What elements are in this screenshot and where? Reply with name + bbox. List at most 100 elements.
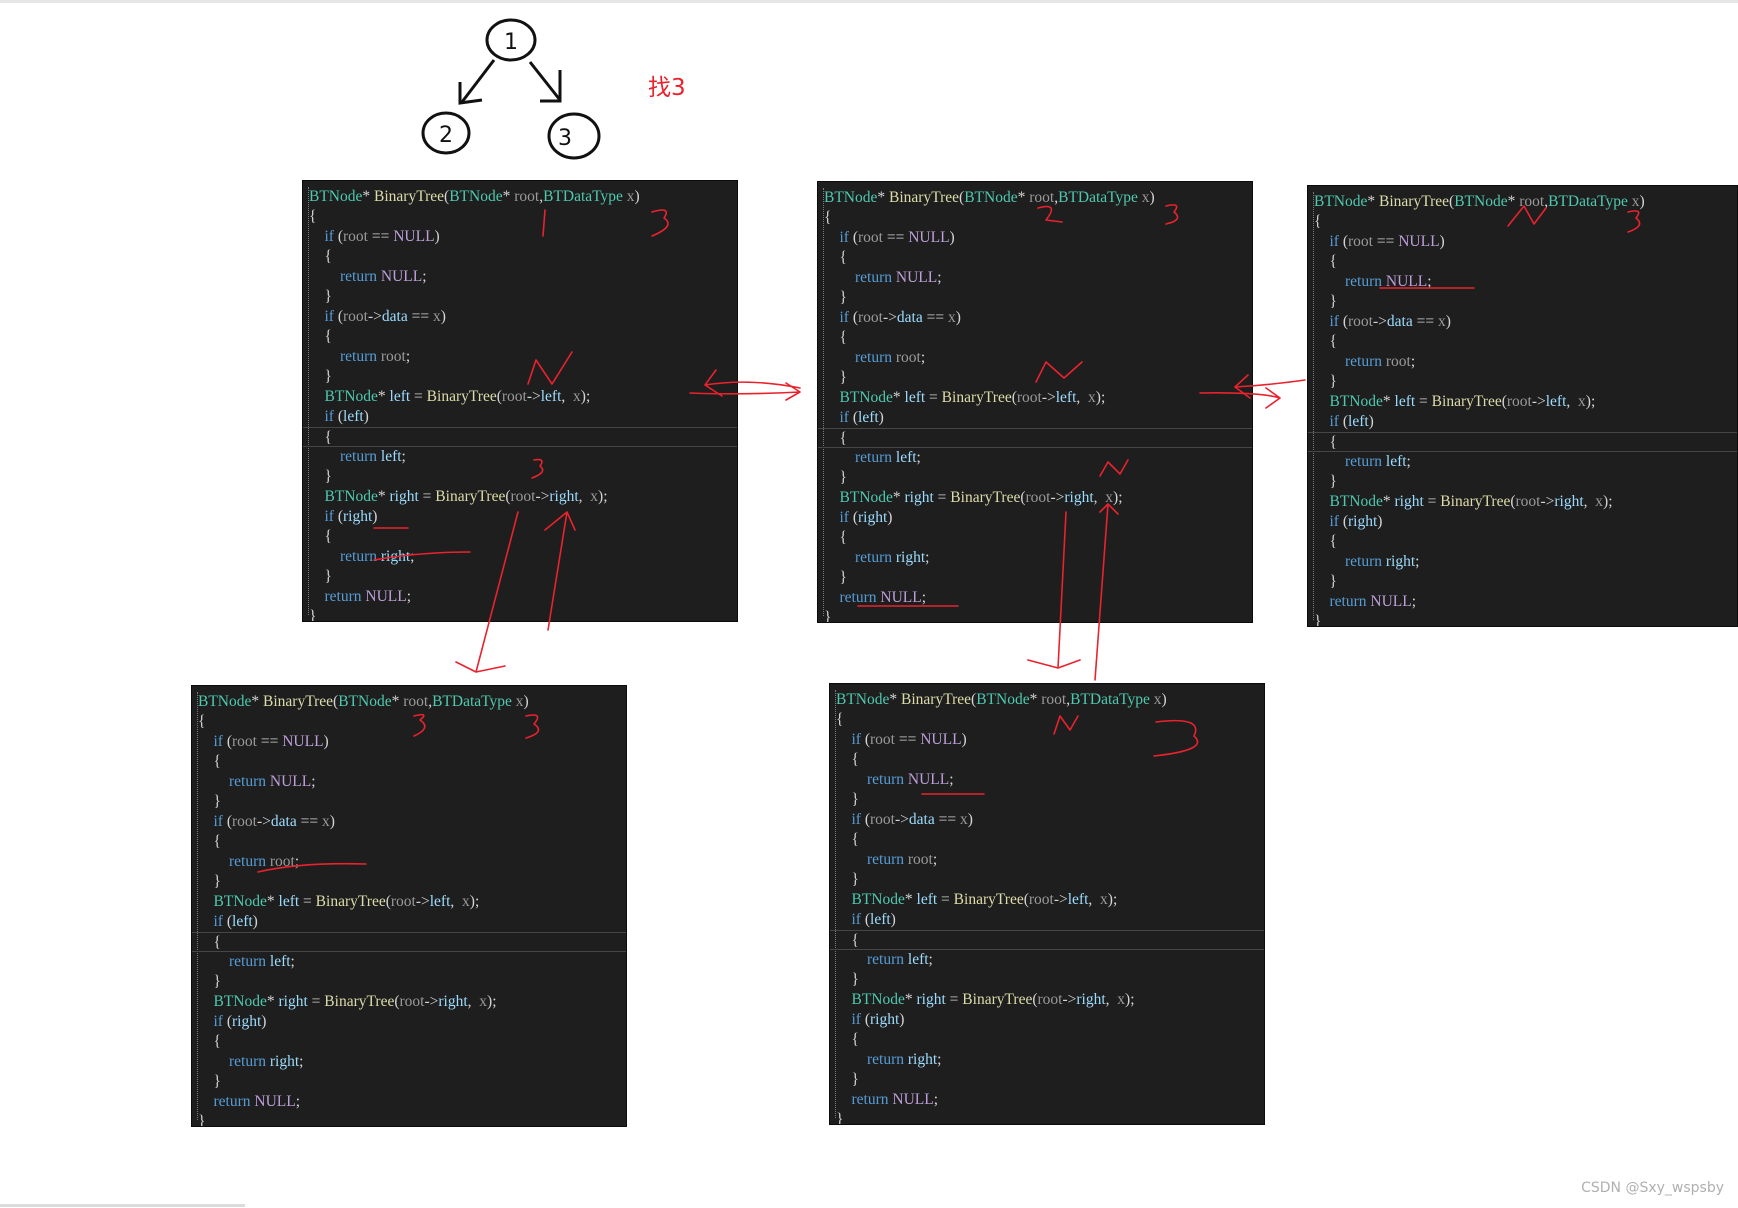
code-line[interactable]: BTNode* left = BinaryTree(root->left, x)… xyxy=(309,387,591,407)
code-line[interactable]: } xyxy=(1314,572,1337,592)
code-line[interactable]: if (root == NULL) xyxy=(198,732,329,752)
code-line[interactable]: if (root == NULL) xyxy=(836,730,967,750)
code-line[interactable]: return right; xyxy=(824,548,929,568)
code-line[interactable]: if (root == NULL) xyxy=(1314,232,1445,252)
code-line[interactable]: BTNode* right = BinaryTree(root->right, … xyxy=(836,990,1135,1010)
code-line[interactable]: { xyxy=(303,427,737,447)
code-line[interactable]: BTNode* right = BinaryTree(root->right, … xyxy=(1314,492,1613,512)
code-line[interactable]: } xyxy=(836,1070,859,1090)
code-line[interactable]: if (root->data == x) xyxy=(824,308,961,328)
code-line[interactable]: } xyxy=(824,568,847,588)
code-line[interactable]: return left; xyxy=(309,447,406,467)
code-line[interactable]: return root; xyxy=(836,850,937,870)
code-line[interactable]: { xyxy=(830,930,1264,950)
code-line[interactable]: { xyxy=(824,208,831,228)
code-line[interactable]: BTNode* BinaryTree(BTNode* root,BTDataTy… xyxy=(309,187,640,207)
code-line[interactable]: return right; xyxy=(836,1050,941,1070)
code-line[interactable]: if (left) xyxy=(824,408,884,428)
code-line[interactable]: } xyxy=(309,287,332,307)
code-line[interactable]: if (root->data == x) xyxy=(836,810,973,830)
code-line[interactable]: } xyxy=(836,970,859,990)
code-line[interactable]: return NULL; xyxy=(309,267,427,287)
code-line[interactable]: BTNode* left = BinaryTree(root->left, x)… xyxy=(836,890,1118,910)
code-line[interactable]: BTNode* BinaryTree(BTNode* root,BTDataTy… xyxy=(836,690,1167,710)
code-line[interactable]: return right; xyxy=(1314,552,1419,572)
code-line[interactable]: } xyxy=(309,367,332,387)
code-line[interactable]: return left; xyxy=(824,448,921,468)
code-line[interactable]: { xyxy=(198,712,205,732)
code-line[interactable]: { xyxy=(824,328,847,348)
code-line[interactable]: if (root == NULL) xyxy=(824,228,955,248)
code-line[interactable]: if (right) xyxy=(824,508,893,528)
code-line[interactable]: BTNode* right = BinaryTree(root->right, … xyxy=(309,487,608,507)
code-line[interactable]: if (left) xyxy=(309,407,369,427)
code-line[interactable]: } xyxy=(198,1072,221,1092)
code-line[interactable]: } xyxy=(1314,612,1321,626)
code-line[interactable]: return right; xyxy=(309,547,414,567)
code-line[interactable]: return NULL; xyxy=(836,770,954,790)
code-line[interactable]: } xyxy=(836,790,859,810)
code-line[interactable]: { xyxy=(198,1032,221,1052)
code-line[interactable]: { xyxy=(192,932,626,952)
code-line[interactable]: return NULL; xyxy=(309,587,412,607)
code-line[interactable]: if (right) xyxy=(198,1012,267,1032)
code-line[interactable]: BTNode* BinaryTree(BTNode* root,BTDataTy… xyxy=(198,692,529,712)
code-line[interactable]: if (right) xyxy=(1314,512,1383,532)
code-line[interactable]: { xyxy=(824,248,847,268)
code-line[interactable]: return root; xyxy=(309,347,410,367)
code-line[interactable]: if (root->data == x) xyxy=(1314,312,1451,332)
code-line[interactable]: BTNode* BinaryTree(BTNode* root,BTDataTy… xyxy=(1314,192,1645,212)
code-line[interactable]: } xyxy=(198,972,221,992)
code-line[interactable]: } xyxy=(309,607,316,621)
code-line[interactable]: return left; xyxy=(198,952,295,972)
code-line[interactable]: } xyxy=(198,1112,205,1126)
code-line[interactable]: } xyxy=(836,870,859,890)
code-line[interactable]: } xyxy=(824,608,831,622)
code-line[interactable]: return root; xyxy=(198,852,299,872)
code-line[interactable]: } xyxy=(824,368,847,388)
code-line[interactable]: } xyxy=(824,288,847,308)
code-line[interactable]: { xyxy=(1314,532,1337,552)
code-line[interactable]: BTNode* BinaryTree(BTNode* root,BTDataTy… xyxy=(824,188,1155,208)
code-line[interactable]: if (root->data == x) xyxy=(309,307,446,327)
code-line[interactable]: return left; xyxy=(836,950,933,970)
code-line[interactable]: return NULL; xyxy=(1314,272,1432,292)
code-line[interactable]: } xyxy=(198,792,221,812)
code-line[interactable]: if (root->data == x) xyxy=(198,812,335,832)
code-line[interactable]: { xyxy=(824,528,847,548)
code-line[interactable]: BTNode* left = BinaryTree(root->left, x)… xyxy=(198,892,480,912)
code-line[interactable]: if (right) xyxy=(309,507,378,527)
code-line[interactable]: return NULL; xyxy=(824,268,942,288)
code-line[interactable]: { xyxy=(309,527,332,547)
code-line[interactable]: { xyxy=(309,207,316,227)
code-line[interactable]: { xyxy=(836,830,859,850)
code-line[interactable]: return root; xyxy=(1314,352,1415,372)
code-line[interactable]: return NULL; xyxy=(836,1090,939,1110)
code-line[interactable]: return NULL; xyxy=(824,588,927,608)
code-line[interactable]: return right; xyxy=(198,1052,303,1072)
code-line[interactable]: { xyxy=(1314,252,1337,272)
code-line[interactable]: { xyxy=(1314,332,1337,352)
code-line[interactable]: if (left) xyxy=(1314,412,1374,432)
code-line[interactable]: { xyxy=(309,327,332,347)
code-line[interactable]: { xyxy=(836,710,843,730)
code-line[interactable]: } xyxy=(824,468,847,488)
code-line[interactable]: } xyxy=(1314,292,1337,312)
code-line[interactable]: if (left) xyxy=(836,910,896,930)
code-line[interactable]: return root; xyxy=(824,348,925,368)
code-line[interactable]: } xyxy=(1314,472,1337,492)
code-line[interactable]: BTNode* left = BinaryTree(root->left, x)… xyxy=(1314,392,1596,412)
code-line[interactable]: { xyxy=(836,1030,859,1050)
code-line[interactable]: } xyxy=(1314,372,1337,392)
code-line[interactable]: { xyxy=(198,752,221,772)
code-line[interactable]: return NULL; xyxy=(198,1092,301,1112)
code-line[interactable]: BTNode* left = BinaryTree(root->left, x)… xyxy=(824,388,1106,408)
code-line[interactable]: return NULL; xyxy=(198,772,316,792)
code-line[interactable]: return left; xyxy=(1314,452,1411,472)
code-line[interactable]: BTNode* right = BinaryTree(root->right, … xyxy=(198,992,497,1012)
code-line[interactable]: } xyxy=(309,567,332,587)
code-line[interactable]: { xyxy=(1314,212,1321,232)
code-line[interactable]: { xyxy=(836,750,859,770)
code-line[interactable]: { xyxy=(1308,432,1737,452)
code-line[interactable]: if (left) xyxy=(198,912,258,932)
